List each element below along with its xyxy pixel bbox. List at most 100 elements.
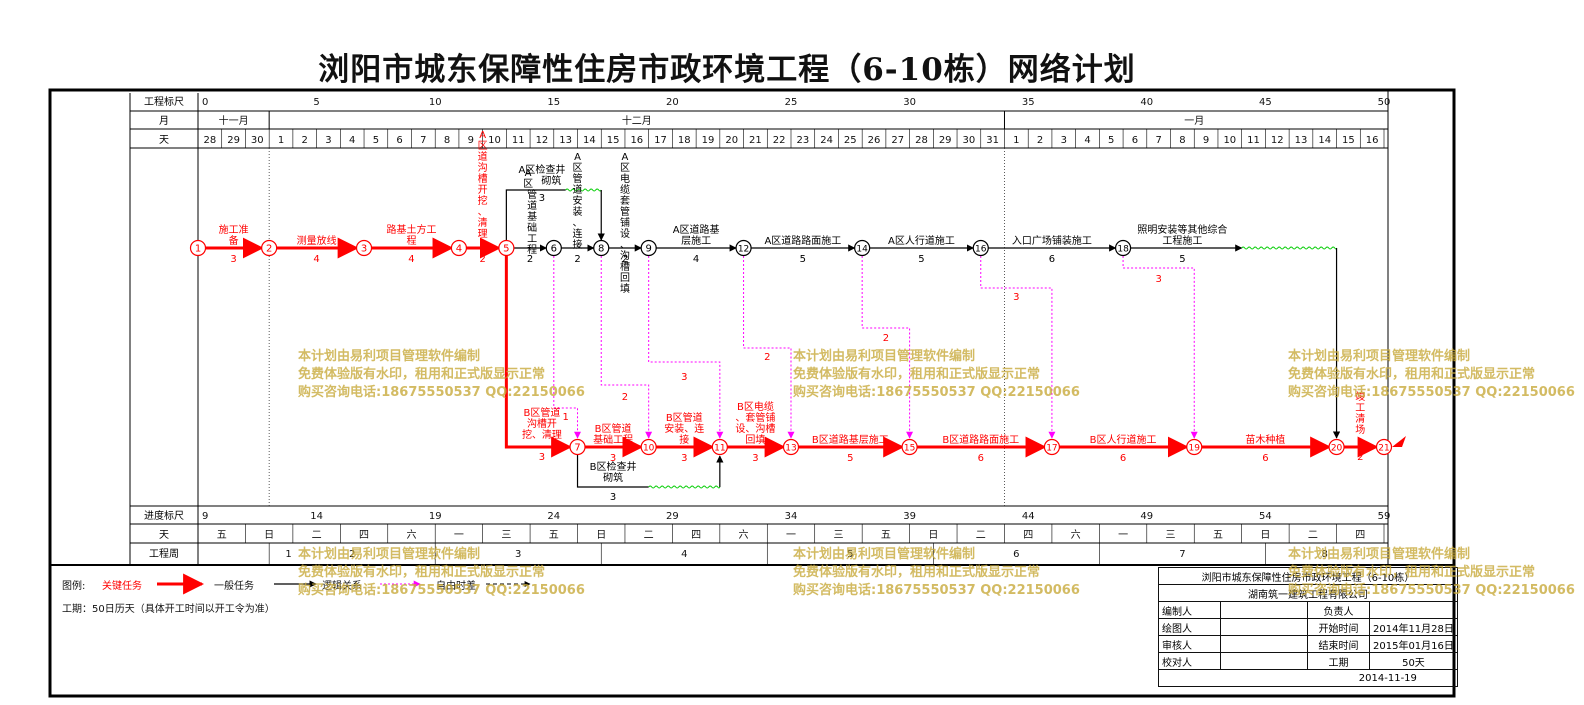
activity-label: 道 [478, 150, 488, 163]
activity-label: 道 [573, 183, 583, 196]
activity-label: B区管道 [666, 411, 703, 424]
day-cell: 29 [939, 135, 952, 146]
network-node [854, 239, 871, 257]
day-cell: 3 [1061, 135, 1067, 146]
activity-label: 区 [620, 162, 630, 174]
activity-label: 铺 [620, 216, 630, 229]
day-cell: 12 [536, 135, 549, 146]
activity-label: 测量放线 [297, 234, 337, 247]
weekday-cell: 日 [928, 530, 938, 541]
activity-duration: 4 [313, 254, 319, 265]
day-label: 天 [159, 135, 169, 146]
activity-label: 回 [620, 272, 630, 284]
day-cell: 7 [1155, 135, 1161, 146]
weekday-cell: 三 [833, 530, 843, 541]
node-label: 10 [643, 444, 655, 454]
activity-duration: 2 [527, 254, 533, 265]
activity-label: A [574, 152, 581, 163]
day-cell: 1 [278, 135, 284, 146]
activity-label: 工 [1355, 403, 1365, 414]
month-cell: 十一月 [219, 114, 249, 127]
network-node [593, 239, 610, 257]
activity-label: 入口广场铺装施工 [1012, 234, 1092, 247]
week-label: 工程周 [149, 548, 179, 560]
legend-critical-label: 关键任务 [102, 581, 142, 592]
activity-label: 安装、连 [664, 422, 704, 435]
activity-label: 接 [679, 433, 689, 446]
progress-tick: 29 [666, 511, 679, 522]
day-cell: 6 [396, 135, 402, 146]
day-cell: 15 [607, 135, 620, 146]
activity-label: 缆 [620, 183, 630, 196]
duration-note: 工期：50日历天（具体开工时间以开工令为准） [62, 604, 275, 615]
weekday-cell: 日 [596, 530, 606, 541]
day-cell: 16 [630, 135, 643, 146]
activity-label: 区 [523, 178, 533, 190]
activity-label: A区道路基 [673, 223, 720, 236]
activity-label: 照明安装等其他综合 [1137, 223, 1227, 236]
day-cell: 19 [702, 135, 715, 146]
watermark: 本计划由易利项目管理软件编制免费体验版有水印，租用和正式版显示正常购买咨询电话:… [298, 547, 585, 598]
free-float-wave [1241, 246, 1338, 250]
month-cell: 十二月 [622, 114, 652, 127]
day-cell: 26 [868, 135, 881, 146]
day-cell: 3 [325, 135, 331, 146]
float-value: 3 [681, 372, 687, 383]
node-label: 7 [574, 443, 580, 454]
activity-label: 清 [478, 216, 488, 229]
scale-tick: 35 [1022, 97, 1035, 108]
activity-duration: 5 [918, 254, 924, 265]
weekday-cell: 五 [217, 530, 227, 541]
weekday-cell: 四 [1355, 530, 1365, 541]
legend-normal-label: 一般任务 [214, 581, 254, 592]
activity-label: 管 [527, 188, 537, 201]
scale-tick: 5 [313, 97, 319, 108]
node-label: 17 [1046, 444, 1057, 454]
float-value: 3 [1155, 274, 1161, 285]
progress-tick: 39 [903, 511, 916, 522]
network-node [355, 239, 373, 257]
activity-label: 竣 [1355, 390, 1365, 403]
scale-tick: 25 [785, 97, 798, 108]
day-cell: 2 [1037, 135, 1043, 146]
network-node [972, 239, 989, 257]
day-cell: 27 [891, 135, 904, 146]
network-node [498, 239, 515, 257]
free-float-wave [565, 188, 602, 192]
activity-duration: 2 [479, 254, 485, 265]
day-cell: 4 [1084, 135, 1090, 146]
day-cell: 25 [844, 135, 857, 146]
week-cell: 4 [681, 549, 687, 560]
weekday-cell: 一 [786, 530, 796, 541]
day-cell: 4 [349, 135, 355, 146]
weekday-cell: 三 [1166, 530, 1176, 541]
watermark: 本计划由易利项目管理软件编制免费体验版有水印，租用和正式版显示正常购买咨询电话:… [298, 349, 585, 400]
info-row-label: 审核人 [1158, 635, 1221, 653]
outer-frame [48, 88, 1456, 698]
day-cell: 23 [796, 135, 809, 146]
day-cell: 8 [1179, 135, 1185, 146]
activity-duration: 4 [693, 254, 699, 265]
weekday-cell: 二 [312, 530, 322, 541]
day-cell: 28 [915, 135, 928, 146]
week-cell: 1 [285, 549, 291, 560]
activity-label: B区管道 [595, 422, 632, 435]
activity-label: 、套管铺 [735, 411, 775, 424]
activity-duration: 3 [752, 453, 758, 464]
info-row-value2: 2015年01月16日 [1369, 635, 1458, 653]
day-cell: 22 [773, 135, 786, 146]
day-cell: 24 [820, 135, 833, 146]
day-cell: 9 [468, 135, 474, 146]
node-label: 12 [738, 245, 749, 255]
day-cell: 13 [1295, 135, 1308, 146]
week-cell: 5 [847, 549, 853, 560]
day-cell: 7 [420, 135, 426, 146]
activity-label: 填 [620, 282, 630, 295]
activity-duration: 6 [1262, 453, 1268, 464]
node-label: 3 [361, 244, 367, 255]
weekday-cell: 六 [1071, 529, 1081, 541]
activity-label: 区 [478, 140, 488, 152]
end-flag [1392, 436, 1406, 447]
float-value: 1 [562, 412, 568, 423]
